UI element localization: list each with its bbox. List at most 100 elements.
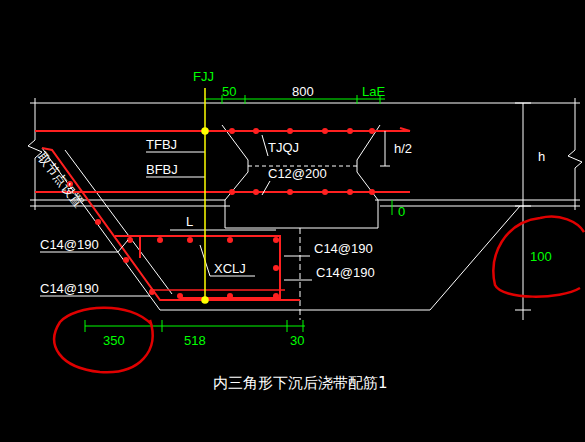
rebar bbox=[35, 191, 410, 193]
rebar-dot bbox=[95, 219, 101, 225]
leader-lines bbox=[262, 135, 268, 156]
caption: 内三角形下沉后浇带配筋1 bbox=[213, 374, 388, 393]
rebar-dot bbox=[149, 289, 155, 295]
leader-lines bbox=[210, 276, 255, 277]
leader-lines bbox=[284, 256, 310, 257]
rebar-spec: C14@190 bbox=[40, 282, 99, 295]
rebar-spec: C14@190 bbox=[314, 242, 373, 255]
leader-lines bbox=[170, 230, 276, 231]
rebar bbox=[400, 128, 410, 131]
hand-drawn-circle bbox=[493, 217, 584, 297]
leader-lines bbox=[146, 177, 205, 178]
fjj-line bbox=[202, 128, 208, 134]
rebar-dot bbox=[369, 189, 375, 195]
rebar-dot bbox=[347, 128, 353, 134]
rebar-dot bbox=[229, 189, 235, 195]
rebar-dot bbox=[157, 237, 163, 243]
dimension-lines bbox=[85, 320, 86, 332]
rebar-tag: BFBJ bbox=[146, 163, 178, 176]
rebar bbox=[42, 148, 300, 300]
rebar-dot bbox=[273, 237, 279, 243]
rebar-dot bbox=[187, 237, 193, 243]
slab-outline bbox=[380, 206, 580, 207]
slab-outline bbox=[30, 206, 230, 207]
dimension-lines bbox=[287, 320, 288, 332]
rebar bbox=[115, 236, 280, 298]
rebar-dot bbox=[287, 189, 293, 195]
slab-outline bbox=[30, 200, 225, 201]
leader-lines bbox=[40, 135, 312, 296]
leader-lines bbox=[262, 181, 270, 195]
dimension-lines-white bbox=[515, 103, 531, 104]
rebar-spec: C14@190 bbox=[40, 238, 99, 251]
fjj-line bbox=[202, 297, 208, 303]
rebar-spec: C14@190 bbox=[316, 266, 375, 279]
fjj-line bbox=[204, 88, 206, 302]
post-pour-band bbox=[222, 125, 380, 228]
leader-lines bbox=[118, 240, 128, 252]
dimension-lines bbox=[357, 95, 358, 104]
dimension-lines bbox=[85, 326, 305, 327]
rebar-dot bbox=[227, 293, 233, 299]
hand-drawn-circle bbox=[54, 217, 584, 373]
dimension-lines bbox=[303, 320, 304, 332]
dimension-lines bbox=[205, 99, 385, 100]
rebar-dot bbox=[253, 189, 259, 195]
rebar-tag: XCLJ bbox=[214, 262, 246, 275]
sunken-pit-outline bbox=[42, 148, 520, 310]
slab-outline bbox=[30, 103, 580, 104]
slab-outline bbox=[375, 200, 580, 201]
rebar bbox=[35, 130, 410, 132]
rebar-dot bbox=[177, 293, 183, 299]
rebar-dot bbox=[229, 128, 235, 134]
slab-outline bbox=[28, 98, 582, 210]
rebar bbox=[35, 128, 410, 300]
sunken-pit-outline bbox=[42, 148, 520, 310]
rebar-tag: L bbox=[186, 215, 193, 228]
dimension-text: 518 bbox=[184, 334, 206, 347]
dimension-lines-white bbox=[515, 206, 531, 207]
dimension-text: h bbox=[538, 150, 545, 163]
dimension-text: 0 bbox=[398, 205, 405, 218]
dimension-text: 50 bbox=[222, 85, 236, 98]
dimension-lines-white bbox=[385, 131, 386, 166]
dimension-lines-white bbox=[523, 103, 524, 320]
dimension-text: 350 bbox=[103, 334, 125, 347]
dimension-lines bbox=[392, 200, 393, 215]
rebar-dot bbox=[227, 237, 233, 243]
dimension-text: LaE bbox=[362, 85, 385, 98]
dimension-text: h/2 bbox=[394, 142, 412, 155]
rebar-dot bbox=[253, 128, 259, 134]
leader-lines bbox=[40, 252, 118, 253]
dimension-lines-white bbox=[380, 103, 531, 320]
rebar-tag: TFBJ bbox=[146, 138, 177, 151]
post-pour-band bbox=[300, 228, 301, 320]
dimension-lines bbox=[245, 95, 246, 104]
rebar-dot bbox=[322, 128, 328, 134]
rebar-spec: C12@200 bbox=[268, 167, 327, 180]
rebar bbox=[139, 236, 141, 258]
hand-drawn-circle bbox=[54, 308, 152, 373]
rebar-dot bbox=[322, 189, 328, 195]
rebar-dot bbox=[273, 293, 279, 299]
rebar-tag: TJQJ bbox=[268, 141, 299, 154]
dimension-text: 30 bbox=[290, 334, 304, 347]
slab-outline bbox=[568, 98, 582, 210]
member-tag: FJJ bbox=[193, 70, 214, 83]
leader-lines bbox=[284, 280, 312, 281]
rebar-dots bbox=[67, 128, 375, 299]
rebar-dot bbox=[347, 189, 353, 195]
fjj-line bbox=[202, 88, 208, 303]
rebar-dot bbox=[287, 128, 293, 134]
dimension-text: 100 bbox=[530, 250, 552, 263]
rebar-dot bbox=[273, 265, 279, 271]
leader-lines bbox=[146, 152, 205, 153]
dimension-text: 800 bbox=[292, 85, 314, 98]
dimension-lines bbox=[162, 320, 163, 332]
dimension-lines-white bbox=[515, 310, 531, 311]
rebar bbox=[150, 289, 285, 291]
dimension-lines-white bbox=[380, 166, 390, 167]
rebar-dot bbox=[123, 257, 129, 263]
rebar-dot bbox=[369, 128, 375, 134]
